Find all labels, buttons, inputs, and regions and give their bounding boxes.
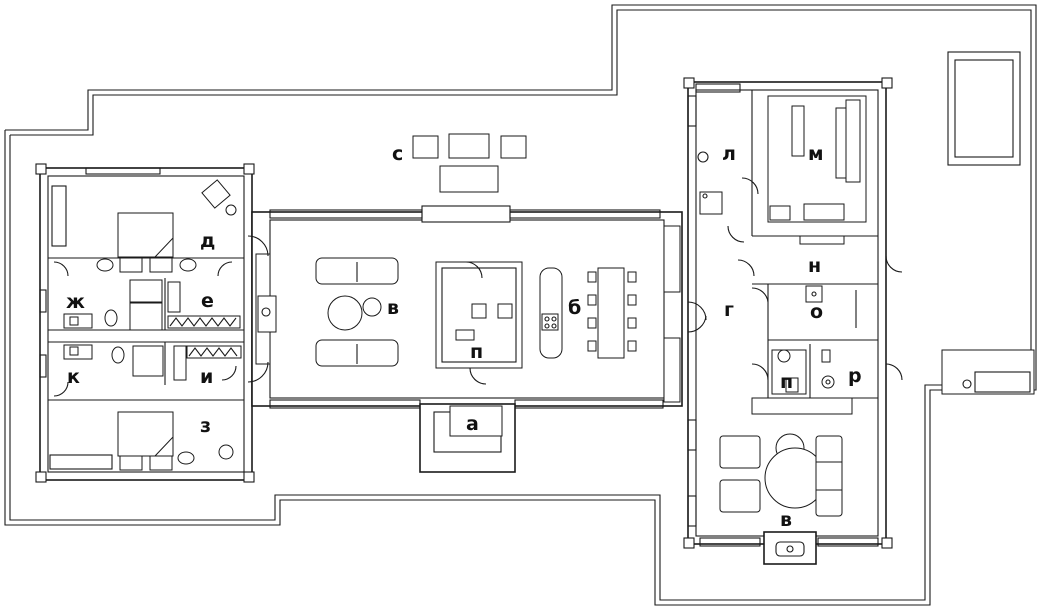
label-z: з: [200, 415, 211, 437]
site-outline: [4, 4, 1037, 606]
kitchen-island: [539, 267, 563, 359]
label-i: и: [200, 366, 213, 388]
label-r: р: [848, 365, 862, 387]
bed-d: [51, 179, 237, 273]
pool: [947, 51, 1021, 166]
label-n: н: [808, 255, 821, 277]
living-furniture: [315, 257, 399, 367]
doors: [53, 177, 903, 397]
label-e: е: [201, 290, 214, 312]
outdoor-furniture: [412, 133, 527, 193]
label-g: г: [724, 299, 734, 321]
label-s: с: [392, 143, 403, 165]
bath-p-right: [771, 349, 807, 395]
label-zh: ж: [66, 291, 85, 313]
bed-z: [117, 411, 234, 471]
room-r-fixtures: [821, 349, 835, 389]
label-p-bath: п: [780, 371, 793, 393]
label-k: к: [67, 366, 80, 388]
label-m: м: [808, 143, 824, 165]
label-o: о: [810, 301, 823, 323]
label-a: а: [466, 413, 479, 435]
label-l: л: [722, 143, 736, 165]
hot-tub: [941, 349, 1035, 395]
label-v-terrace: в: [780, 509, 792, 531]
room-m-furniture: [767, 95, 867, 223]
wardrobe-e: [167, 281, 241, 329]
terrace-lounge: [719, 397, 853, 565]
label-v-living: в: [387, 297, 399, 319]
label-d: д: [200, 230, 215, 252]
room-l-fixtures: [697, 151, 723, 215]
room-o-fixtures: [805, 285, 823, 303]
dining-table: [587, 267, 637, 359]
room-labels: с д ж е к и з в п б а г л м н о п р в: [66, 143, 862, 531]
wardrobe-i: [173, 345, 242, 381]
bath-zh: [63, 279, 163, 331]
label-p-kitchen: п: [470, 341, 483, 363]
bath-k: [63, 344, 164, 377]
label-b: б: [568, 297, 581, 319]
